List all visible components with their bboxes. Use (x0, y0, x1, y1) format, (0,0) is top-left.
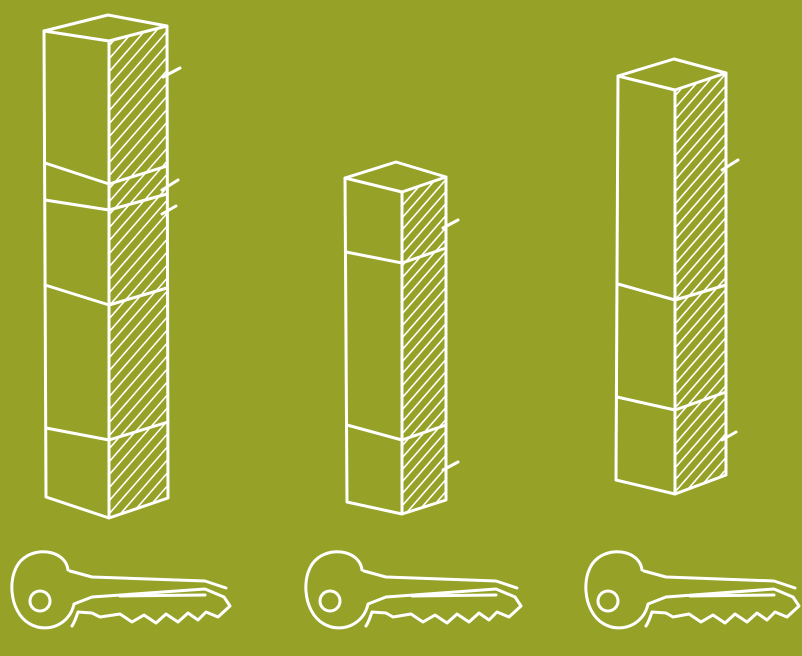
key-right-groove (690, 595, 774, 596)
key-left-groove (120, 595, 205, 596)
key-middle-groove (412, 595, 496, 596)
